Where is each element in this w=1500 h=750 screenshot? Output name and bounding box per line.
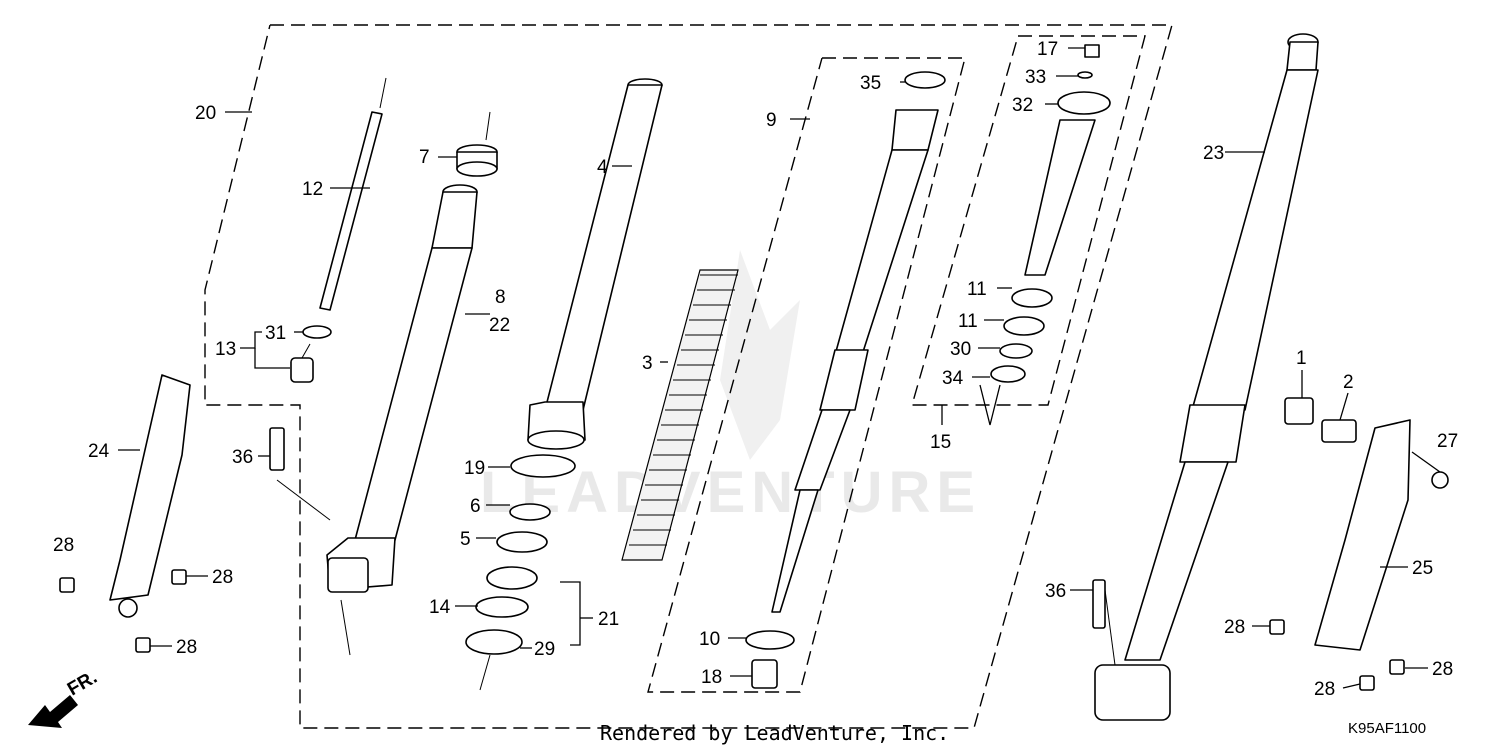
callout-34: 34: [942, 368, 964, 389]
part-21-seal: [486, 566, 538, 590]
part-33-washer: [1077, 71, 1093, 79]
part-34-ring: [990, 365, 1026, 383]
callouts: 20 12 7 4 9 35 17 33 32 23 11 11 30 34 1…: [53, 39, 1458, 700]
part-19-clip: [510, 454, 576, 478]
callout-3: 3: [642, 353, 653, 374]
callout-14: 14: [429, 597, 451, 618]
direction-arrow: FR.: [28, 667, 101, 728]
callout-19: 19: [464, 458, 485, 479]
callout-15: 15: [930, 432, 951, 453]
callout-7: 7: [419, 147, 430, 168]
part-1-clamp: [1284, 397, 1314, 425]
part-24-fork-guard-left: [59, 374, 191, 653]
footer-credit: Rendered by LeadVenture, Inc.: [600, 721, 949, 745]
boundary-outer-left-fork: [204, 24, 1173, 729]
part-3-spring: [621, 269, 739, 561]
callout-28b: 28: [212, 567, 233, 588]
part-14-clip: [475, 596, 529, 618]
part-9-cartridge: [745, 71, 946, 689]
callout-28c: 28: [176, 637, 197, 658]
part-2-clamp: [1321, 419, 1357, 443]
callout-10: 10: [699, 629, 720, 650]
part-10-oring: [745, 630, 795, 650]
callout-9: 9: [766, 110, 777, 131]
part-29-dust-seal: [465, 629, 523, 655]
callout-20: 20: [195, 103, 216, 124]
part-15-valve: [990, 44, 1111, 383]
callout-27: 27: [1437, 431, 1458, 452]
callout-25: 25: [1412, 558, 1433, 579]
callout-22: 22: [489, 315, 510, 336]
callout-28f: 28: [1314, 679, 1335, 700]
callout-35: 35: [860, 73, 881, 94]
callout-2: 2: [1343, 372, 1354, 393]
part-36-bolts: [269, 427, 1106, 629]
callout-21: 21: [598, 609, 619, 630]
part-30-ring: [999, 343, 1033, 359]
callout-29: 29: [534, 639, 555, 660]
callout-4: 4: [597, 157, 608, 178]
assembly-boundaries: [204, 24, 1173, 729]
diagram-code: K95AF1100: [1348, 720, 1426, 737]
callout-18: 18: [701, 667, 722, 688]
callout-33: 33: [1025, 67, 1046, 88]
seal-stack: [465, 454, 576, 691]
part-5-bushing: [496, 531, 548, 553]
part-12-rod: [319, 77, 387, 311]
callout-24: 24: [88, 441, 110, 462]
part-13-bolt: [290, 325, 332, 383]
callout-6: 6: [470, 496, 481, 517]
direction-label: FR.: [64, 667, 101, 700]
callout-1: 1: [1296, 348, 1307, 369]
part-35-oring: [904, 71, 946, 89]
part-7-bushing: [456, 111, 498, 177]
part-11-ring-a: [1011, 288, 1053, 308]
callout-23: 23: [1203, 143, 1224, 164]
part-17-screw: [1084, 44, 1100, 58]
callout-11b: 11: [958, 311, 978, 332]
part-4-inner-tube: [527, 78, 663, 450]
leader-lines: [118, 47, 1441, 689]
part-6-washer: [509, 503, 551, 521]
part-18-bolt: [751, 659, 778, 689]
watermark: LEADVENTURE: [480, 250, 975, 525]
callout-36b: 36: [1045, 581, 1066, 602]
callout-11a: 11: [967, 279, 987, 300]
part-27-bolt: [1431, 471, 1449, 489]
callout-30: 30: [950, 339, 971, 360]
callout-12: 12: [302, 179, 323, 200]
callout-31: 31: [265, 323, 286, 344]
boundary-cartridge-9: [647, 57, 966, 693]
callout-28d: 28: [1224, 617, 1245, 638]
callout-36a: 36: [232, 447, 253, 468]
part-23-fork-leg: [1094, 33, 1319, 721]
part-32-oring: [1057, 91, 1111, 115]
part-11-ring-b: [1003, 316, 1045, 336]
callout-17: 17: [1037, 39, 1058, 60]
callout-32: 32: [1012, 95, 1033, 116]
callout-5: 5: [460, 529, 471, 550]
callout-28e: 28: [1432, 659, 1453, 680]
callout-8: 8: [495, 287, 506, 308]
callout-28a: 28: [53, 535, 74, 556]
part-25-fork-guard-right: [1269, 397, 1449, 691]
boundary-valve-15: [911, 35, 1146, 406]
callout-13: 13: [215, 339, 236, 360]
part-8-outer-tube: [326, 184, 478, 656]
